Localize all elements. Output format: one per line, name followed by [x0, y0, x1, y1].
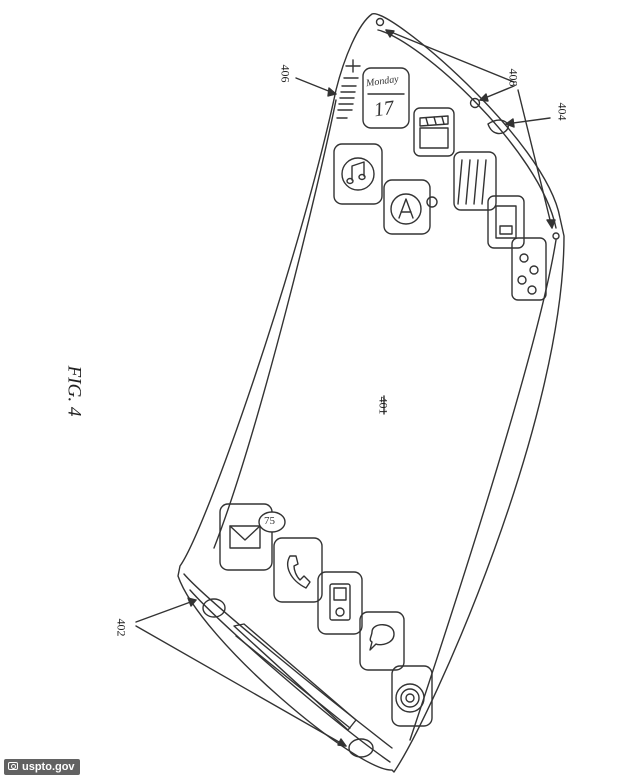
reference-402: 402 [114, 618, 129, 637]
speaker-slot [487, 119, 509, 135]
sensor-dot-bottom [552, 232, 560, 240]
mail-app-icon [219, 503, 286, 571]
contacts-app-icon [487, 195, 525, 249]
calendar-app-icon [362, 67, 410, 129]
reference-408: 408 [506, 68, 521, 87]
volume-buttons [336, 59, 361, 119]
reference-401: 401 [376, 396, 391, 415]
sensor-dot-top [375, 17, 385, 27]
watermark-text: uspto.gov [22, 761, 75, 773]
phone-app-icon [273, 537, 323, 603]
games-app-icon [511, 237, 547, 301]
figure-label: FIG. 4 [63, 365, 85, 417]
music-app-icon [333, 143, 383, 205]
reference-404: 404 [555, 102, 570, 121]
reference-406: 406 [278, 64, 293, 83]
app-store-icon [383, 179, 438, 235]
notes-app-icon [453, 151, 497, 211]
clapboard-app-icon [413, 107, 455, 157]
camera-icon [8, 762, 18, 770]
ipod-app-icon [317, 571, 363, 635]
calendar-date-text: 17 [372, 96, 396, 122]
sensor-dot-middle [469, 97, 481, 109]
messages-app-icon [359, 611, 405, 671]
home-end [202, 598, 374, 758]
leader-lines [135, 29, 556, 747]
settings-app-icon [391, 665, 433, 727]
mail-badge-count: 75 [264, 515, 275, 527]
source-watermark: uspto.gov [4, 759, 80, 775]
